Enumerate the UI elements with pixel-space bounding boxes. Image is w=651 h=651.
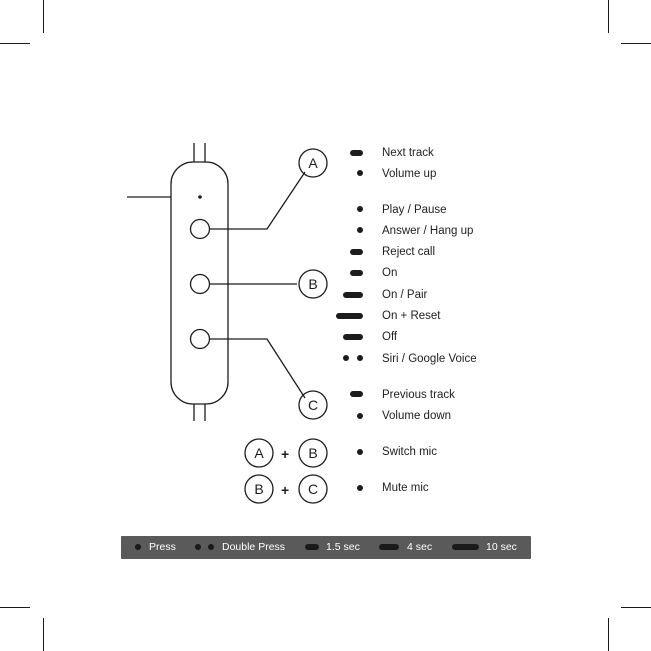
label-volume-up: Volume up (382, 167, 436, 181)
press-4sec-icon (343, 334, 363, 340)
callout-letter-b: B (308, 276, 317, 292)
label-switch-mic: Switch mic (382, 445, 437, 459)
press-icon (357, 449, 363, 455)
press-10sec-icon (336, 313, 363, 319)
double-press-icon (208, 544, 214, 550)
press-icon (135, 544, 141, 550)
callout-letter-a: A (308, 155, 318, 171)
label-on: On (382, 266, 397, 280)
label-on-pair: On / Pair (382, 288, 427, 302)
double-press-icon (343, 355, 349, 361)
label-answer-hang-up: Answer / Hang up (382, 224, 473, 238)
press-10sec-icon (452, 544, 479, 550)
legend-10sec-label: 10 sec (486, 541, 517, 554)
double-press-icon (357, 355, 363, 361)
leader-line-c (210, 339, 305, 398)
combo-letter-a: A (254, 445, 264, 461)
remote-button-c (191, 330, 210, 349)
press-1-5sec-icon (350, 150, 363, 156)
press-1-5sec-icon (350, 249, 363, 255)
leader-line-a (210, 172, 305, 229)
press-4sec-icon (343, 292, 363, 298)
press-icon (357, 170, 363, 176)
label-play-pause: Play / Pause (382, 203, 447, 217)
plus-sign: + (281, 483, 289, 497)
label-reject-call: Reject call (382, 245, 435, 259)
label-mute-mic: Mute mic (382, 481, 429, 495)
press-icon (357, 413, 363, 419)
legend-4sec-label: 4 sec (407, 541, 432, 554)
combo-letter-b: B (254, 481, 263, 497)
press-1-5sec-icon (350, 270, 363, 276)
press-icon (357, 485, 363, 491)
press-1-5sec-icon (305, 544, 319, 550)
press-4sec-icon (379, 544, 399, 550)
label-next-track: Next track (382, 146, 434, 160)
legend-press-label: Press (149, 541, 176, 554)
remote-button-b (191, 275, 210, 294)
legend-1-5sec-label: 1.5 sec (326, 541, 360, 554)
remote-button-a (191, 220, 210, 239)
mic-icon (198, 195, 202, 199)
callout-letter-c: C (308, 397, 318, 413)
press-icon (357, 227, 363, 233)
label-previous-track: Previous track (382, 388, 455, 402)
label-volume-down: Volume down (382, 409, 451, 423)
label-on-reset: On + Reset (382, 309, 441, 323)
combo-letter-b: B (308, 445, 317, 461)
plus-sign: + (281, 447, 289, 461)
legend-bar: Press Double Press 1.5 sec 4 sec 10 sec (121, 536, 531, 559)
label-off: Off (382, 330, 397, 344)
combo-letter-c: C (308, 481, 318, 497)
press-icon (357, 206, 363, 212)
double-press-icon (195, 544, 201, 550)
label-siri-google-voice: Siri / Google Voice (382, 352, 477, 366)
legend-double-press-label: Double Press (222, 541, 285, 554)
press-1-5sec-icon (350, 391, 363, 397)
